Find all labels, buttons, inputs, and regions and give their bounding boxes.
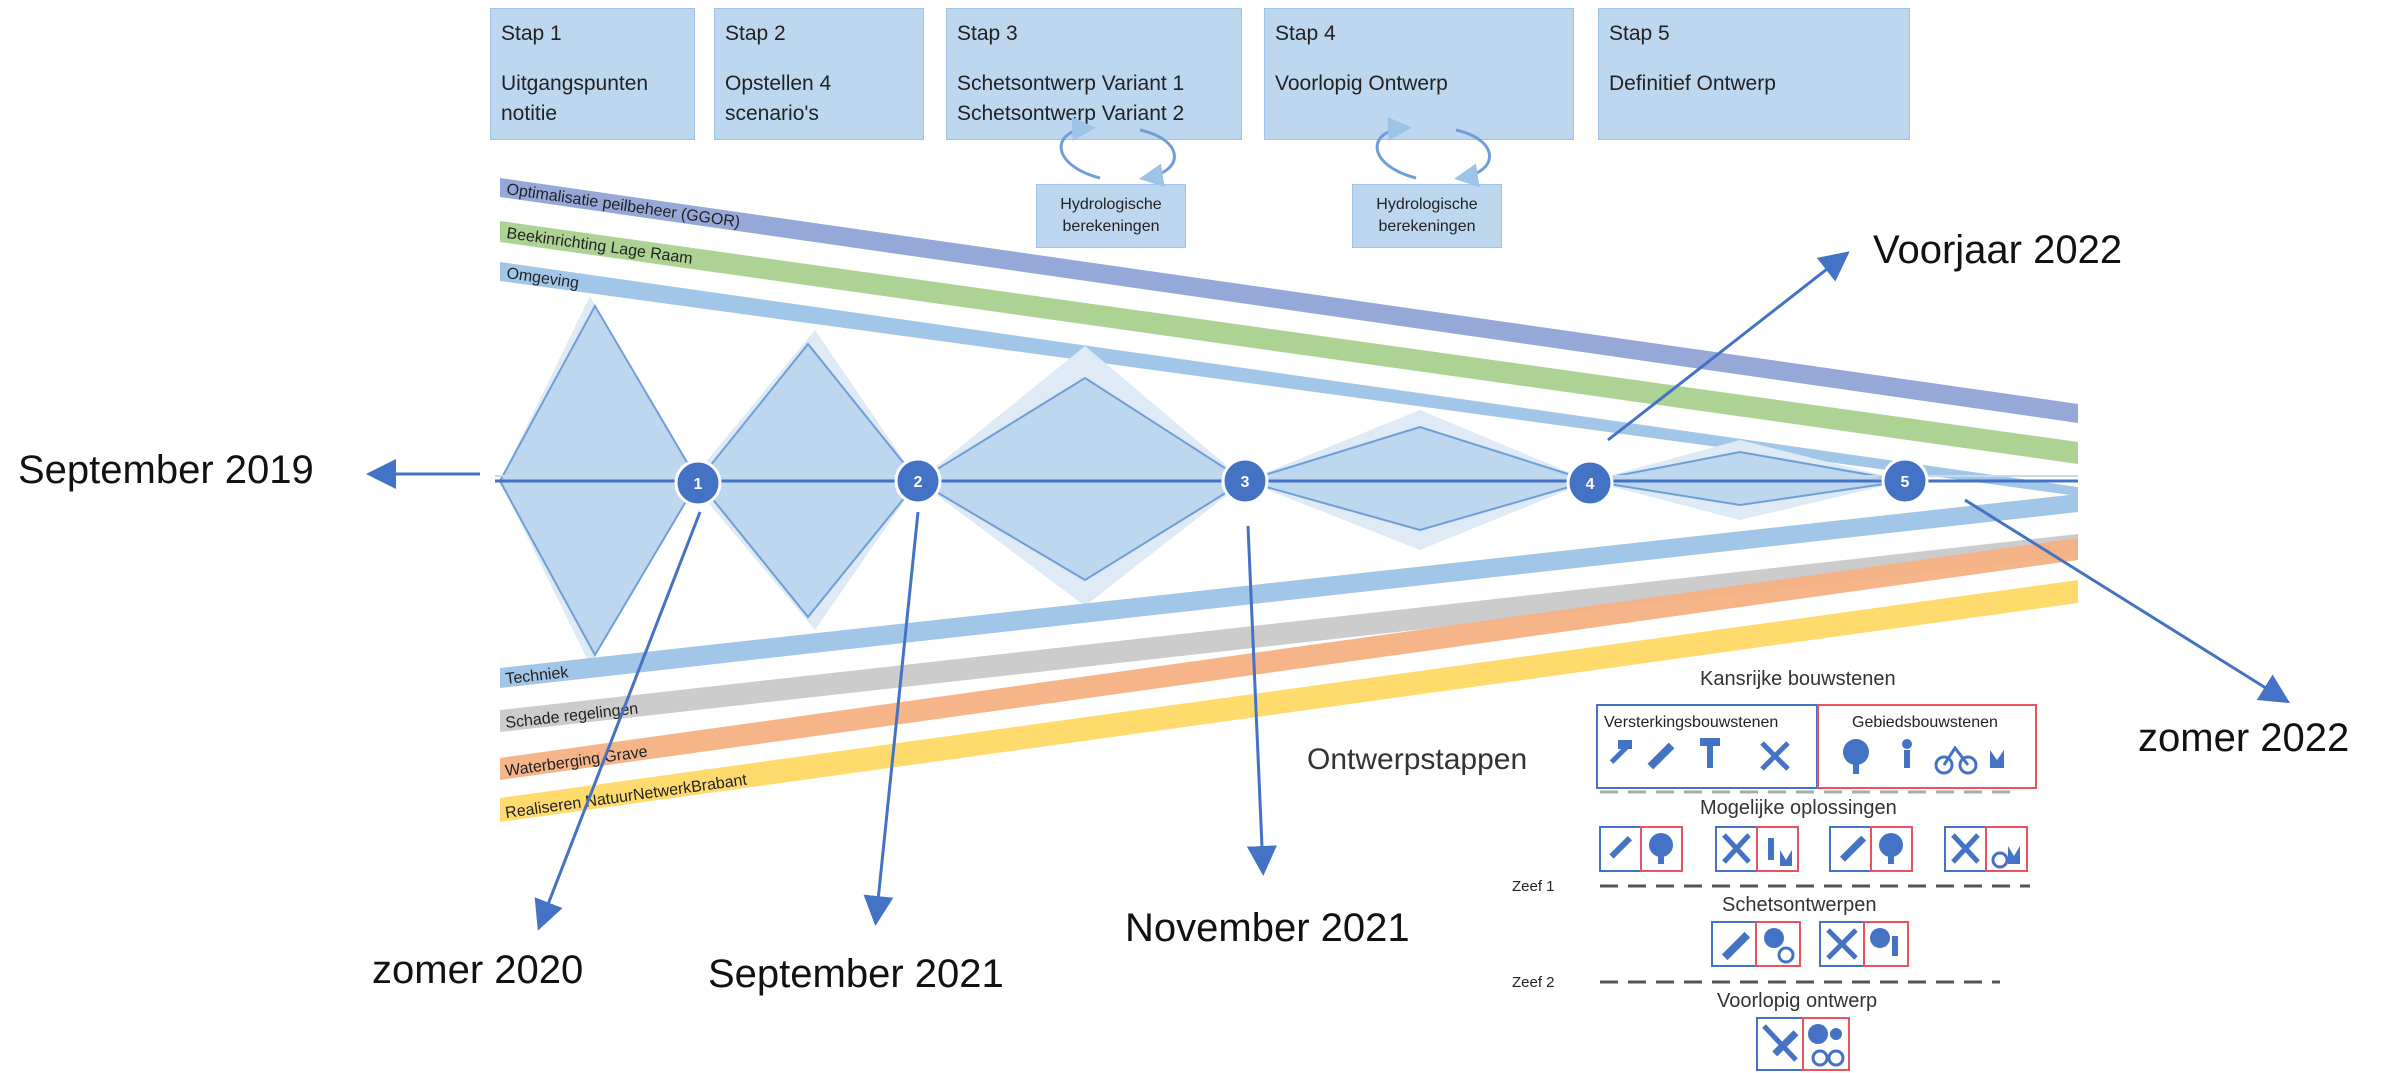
zeef-2-label: Zeef 2 xyxy=(1512,974,1555,991)
oplossing-pair-1 xyxy=(1599,826,1683,872)
date-arrows xyxy=(366,251,2291,931)
oplossing-pair-2 xyxy=(1715,826,1799,872)
milestone-4-number: 4 xyxy=(1586,476,1595,493)
step-box-4: Stap 4 Voorlopig Ontwerp xyxy=(1264,8,1574,140)
flower-icon xyxy=(1990,750,2004,768)
schets-pair-2 xyxy=(1819,921,1909,967)
zeef-lines xyxy=(1600,790,2030,984)
step-description: Schetsontwerp Variant 1 Schetsontwerp Va… xyxy=(957,72,1185,125)
icon-sets xyxy=(1599,738,2028,1071)
gebied-label: Gebiedsbouwstenen xyxy=(1852,714,1998,731)
band-lage-raam xyxy=(500,221,2078,464)
milestone-1: 1 xyxy=(674,459,722,507)
date-milestone-4: Voorjaar 2022 xyxy=(1873,228,2123,272)
step-box-5: Stap 5 Definitief Ontwerp xyxy=(1598,8,1910,140)
arrow-m2 xyxy=(863,511,920,926)
tools-cross-icon xyxy=(1760,741,1790,771)
milestones: 1 2 3 4 5 xyxy=(674,457,1929,507)
saw-icon xyxy=(1647,742,1675,770)
diamond-3 xyxy=(916,376,1247,582)
step-number: Stap 3 xyxy=(957,22,1018,45)
bicycle-icon xyxy=(1934,745,1978,775)
step-description: Opstellen 4 scenario's xyxy=(725,72,832,125)
top-bands xyxy=(500,178,2078,496)
zeef-1-label: Zeef 1 xyxy=(1512,878,1555,895)
voorlopig-title: Voorlopig ontwerp xyxy=(1717,990,1878,1012)
band-ggor xyxy=(500,178,2078,423)
arrow-m4 xyxy=(1607,251,1850,442)
milestone-1-number: 1 xyxy=(694,476,703,493)
hiker-icon xyxy=(1902,739,1912,768)
arrow-m1 xyxy=(534,511,702,931)
milestone-5: 5 xyxy=(1881,457,1929,505)
voorlopig-pair xyxy=(1756,1017,1850,1071)
schets-pair-1 xyxy=(1711,921,1801,967)
oplossing-pair-4 xyxy=(1944,826,2028,872)
step-number: Stap 2 xyxy=(725,22,786,45)
diamond-4 xyxy=(1241,425,1594,532)
milestone-4: 4 xyxy=(1566,459,1614,507)
drill-icon xyxy=(1700,738,1720,768)
date-milestone-3: November 2021 xyxy=(1125,906,1410,950)
band-waterberging xyxy=(500,538,2078,780)
step-description: Definitief Ontwerp xyxy=(1609,72,1776,95)
date-milestone-1: zomer 2020 xyxy=(372,948,584,992)
arrow-m3 xyxy=(1246,525,1277,876)
milestone-5-number: 5 xyxy=(1901,474,1910,491)
step-box-2: Stap 2 Opstellen 4 scenario's xyxy=(714,8,924,140)
step-number: Stap 4 xyxy=(1275,22,1336,45)
date-start: September 2019 xyxy=(18,448,314,492)
arrow-m5 xyxy=(1964,498,2291,704)
date-milestone-5: zomer 2022 xyxy=(2138,716,2350,760)
milestone-2-number: 2 xyxy=(914,474,923,491)
cycle-arrows-2 xyxy=(1375,116,1491,188)
step-number: Stap 1 xyxy=(501,22,562,45)
label-techniek: Techniek xyxy=(505,664,571,688)
hydro-box-2: Hydrologische berekeningen xyxy=(1352,184,1502,248)
label-omgeving: Omgeving xyxy=(505,265,580,292)
hammer-icon xyxy=(1609,740,1632,764)
milestone-3: 3 xyxy=(1221,457,1269,505)
band-techniek xyxy=(500,494,2078,688)
bouwstenen-frames xyxy=(1596,704,2037,789)
step-description: Uitgangspunten notitie xyxy=(501,72,649,125)
date-milestone-2: September 2021 xyxy=(708,952,1004,996)
oplossing-pair-3 xyxy=(1829,826,1913,872)
band-nnb xyxy=(500,580,2078,822)
ontwerpstappen-title: Ontwerpstappen xyxy=(1307,743,1528,776)
gebied-frame xyxy=(1817,704,2037,789)
tree-icon xyxy=(1843,739,1869,774)
versterking-label: Versterkingsbouwstenen xyxy=(1604,714,1779,731)
bottom-bands xyxy=(500,494,2078,822)
hydro-box-1: Hydrologische berekeningen xyxy=(1036,184,1186,248)
step-number: Stap 5 xyxy=(1609,22,1670,45)
cycle-arrows-1 xyxy=(1059,116,1176,188)
milestone-2: 2 xyxy=(894,457,942,505)
milestone-3-number: 3 xyxy=(1241,474,1250,491)
band-schade xyxy=(500,534,2078,732)
band-omgeving xyxy=(500,262,2078,496)
label-ggor: Optimalisatie peilbeheer (GGOR) xyxy=(505,181,741,231)
mogelijk-title: Mogelijke oplossingen xyxy=(1700,797,1897,819)
kansrijk-title: Kansrijke bouwstenen xyxy=(1700,668,1896,690)
step-box-1: Stap 1 Uitgangspunten notitie xyxy=(490,8,695,140)
schets-title: Schetsontwerpen xyxy=(1722,894,1877,916)
step-description: Voorlopig Ontwerp xyxy=(1275,72,1448,95)
